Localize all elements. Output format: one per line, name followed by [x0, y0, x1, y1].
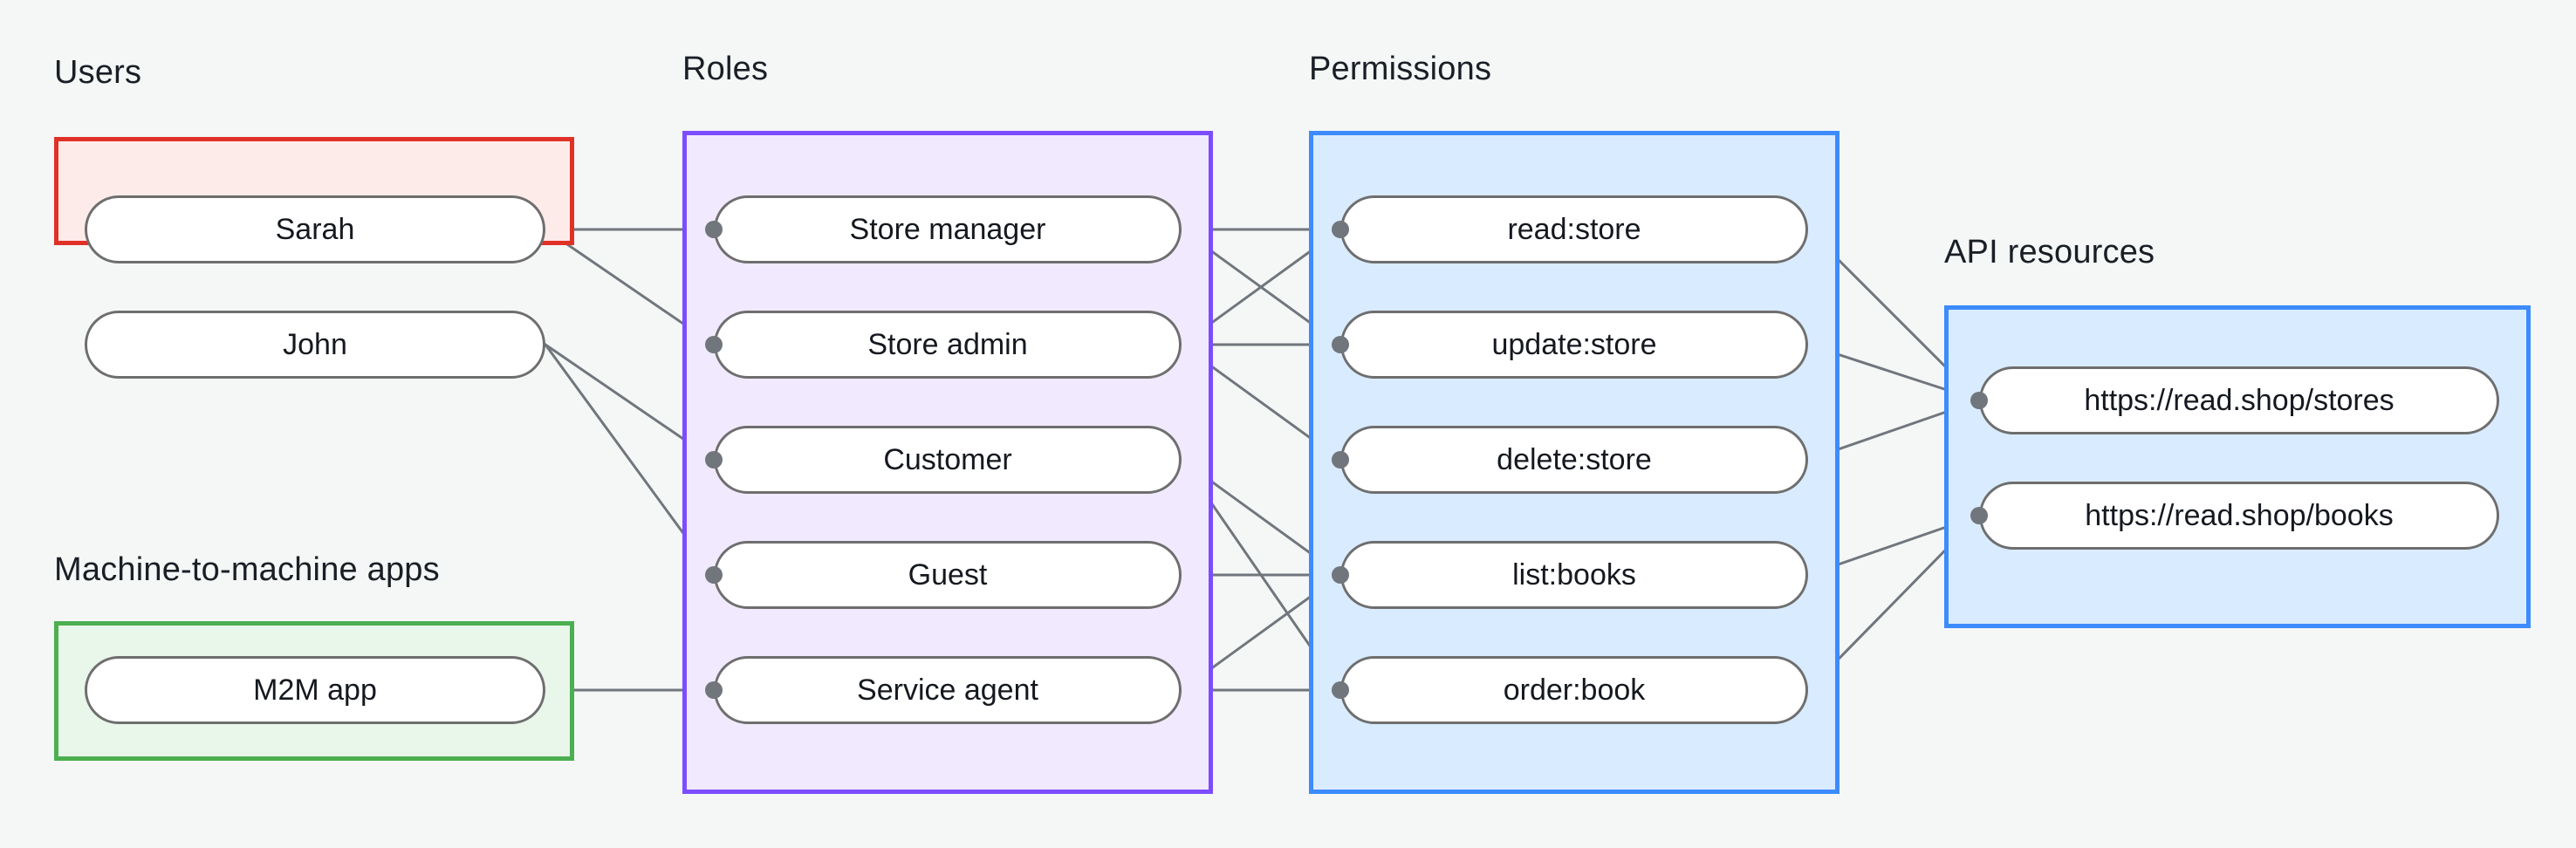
group-title-permissions: Permissions: [1309, 51, 1492, 87]
connection-port-update-store: [1332, 336, 1349, 353]
connection-port-delete-store: [1332, 451, 1349, 468]
group-title-users: Users: [54, 54, 142, 91]
node-read-store[interactable]: read:store: [1340, 195, 1808, 263]
connection-port-guest: [705, 566, 723, 584]
node-delete-store[interactable]: delete:store: [1340, 426, 1808, 494]
group-box-api-resources: [1944, 305, 2531, 628]
node-store-manager[interactable]: Store manager: [714, 195, 1182, 263]
connection-port-res-stores: [1970, 392, 1988, 409]
connection-port-customer: [705, 451, 723, 468]
node-res-stores[interactable]: https://read.shop/stores: [1979, 366, 2499, 434]
node-update-store[interactable]: update:store: [1340, 311, 1808, 379]
connection-port-list-books: [1332, 566, 1349, 584]
node-customer[interactable]: Customer: [714, 426, 1182, 494]
connection-port-store-admin: [705, 336, 723, 353]
node-store-admin[interactable]: Store admin: [714, 311, 1182, 379]
group-title-api-resources: API resources: [1944, 234, 2155, 270]
node-list-books[interactable]: list:books: [1340, 541, 1808, 609]
node-john[interactable]: John: [85, 311, 545, 379]
node-res-books[interactable]: https://read.shop/books: [1979, 482, 2499, 550]
node-service-agent[interactable]: Service agent: [714, 656, 1182, 724]
group-title-roles: Roles: [682, 51, 769, 87]
connection-port-res-books: [1970, 507, 1988, 524]
connection-port-read-store: [1332, 221, 1349, 238]
connection-port-order-book: [1332, 681, 1349, 699]
connection-port-service-agent: [705, 681, 723, 699]
node-order-book[interactable]: order:book: [1340, 656, 1808, 724]
node-guest[interactable]: Guest: [714, 541, 1182, 609]
node-sarah[interactable]: Sarah: [85, 195, 545, 263]
connection-port-store-manager: [705, 221, 723, 238]
node-m2mapp[interactable]: M2M app: [85, 656, 545, 724]
group-title-m2m: Machine-to-machine apps: [54, 551, 440, 588]
